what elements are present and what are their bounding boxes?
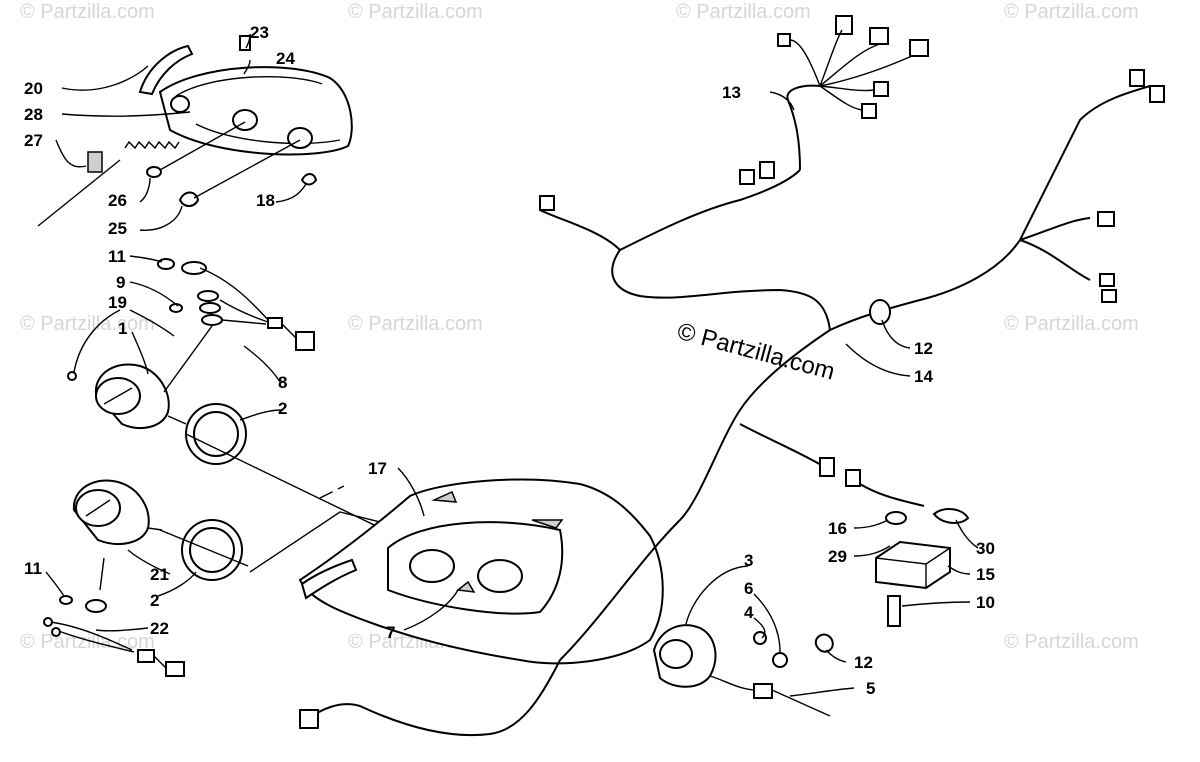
center-watermark: © Partzilla.com [674,318,837,386]
callout-leaders-right [45,91,979,697]
gauge-pigtail-harness [67,258,315,393]
headlight-assembly [37,35,353,227]
callout-number: 29 [828,547,847,566]
callout-number: 11 [24,559,42,578]
voltage-regulator [875,508,970,627]
callout-number: 2 [150,591,159,610]
callout-number: 17 [368,459,387,478]
callout-number: 25 [108,219,127,238]
callout-number: 2 [278,399,287,418]
callout-number: 6 [744,579,753,598]
callout-number: 26 [108,191,127,210]
callout-number: 7 [386,623,395,642]
callout-number: 1 [118,319,127,338]
callout-number: 23 [250,23,269,42]
lower-gauge-pigtail [43,557,185,677]
watermark: © Partzilla.com [348,313,483,335]
callout-leaders [55,33,307,231]
watermark: © Partzilla.com [348,1,483,23]
upper-bezel-ring [185,403,247,465]
callout-number: 3 [744,551,753,570]
watermarks: © Partzilla.com © Partzilla.com © Partzi… [20,1,1139,653]
instrument-pod [298,478,664,665]
callout-number: 28 [24,105,43,124]
ignition-switch [652,624,834,717]
callout-number: 12 [854,653,873,672]
callout-number: 12 [914,339,933,358]
callout-number: 14 [914,367,933,386]
callout-number: 20 [24,79,43,98]
watermark: © Partzilla.com [20,1,155,23]
callout-number: 27 [24,131,43,150]
watermark: © Partzilla.com [1004,313,1139,335]
callout-number: 22 [150,619,169,638]
callout-number: 11 [108,247,126,266]
watermark: © Partzilla.com [676,1,811,23]
callout-numbers: 23 24 20 28 27 26 25 18 11 9 19 1 8 2 13… [24,23,995,698]
callout-number: 30 [976,539,995,558]
callout-number: 8 [278,373,287,392]
callout-number: 21 [150,565,169,584]
callout-number: 9 [116,273,125,292]
watermark: © Partzilla.com [1004,1,1139,23]
callout-number: 19 [108,293,127,312]
watermark: © Partzilla.com [20,313,155,335]
callout-number: 4 [744,603,754,622]
callout-number: 16 [828,519,847,538]
lower-gauge [72,479,163,545]
callout-number: 18 [256,191,275,210]
watermark: © Partzilla.com [1004,631,1139,653]
callout-number: 10 [976,593,995,612]
callout-number: 15 [976,565,995,584]
callout-number: 13 [722,83,741,102]
callout-number: 24 [276,49,295,68]
lower-bezel-ring [181,519,243,581]
upper-gauge [94,363,187,429]
watermark: © Partzilla.com [20,631,155,653]
callout-number: 5 [866,679,875,698]
